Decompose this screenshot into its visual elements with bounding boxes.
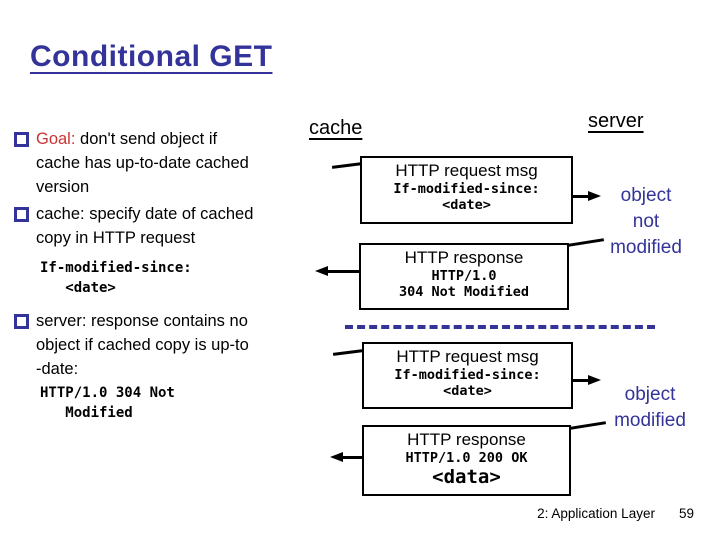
bullet-square-icon <box>14 132 29 147</box>
response1-arrow-line <box>327 270 359 273</box>
cache-endpoint-label: cache <box>309 117 363 139</box>
code-304-not-modified: HTTP/1.0 304 Not Modified <box>40 385 175 421</box>
request1-arrowhead-right-icon <box>588 191 601 201</box>
page-title: Conditional GET <box>30 40 273 73</box>
code-if-modified-since: If-modified-since: <date> <box>40 260 192 296</box>
bullet-server-text: server: response contains no object if c… <box>36 312 249 378</box>
request2-message-box: HTTP request msg If-modified-since: <dat… <box>362 342 573 409</box>
response2-code: HTTP/1.0 200 OK <box>405 450 528 466</box>
footer-page-number: 59 <box>678 506 694 521</box>
note-object-not-modified: object not modified <box>610 185 682 258</box>
request2-code: If-modified-since: <date> <box>394 367 541 399</box>
request1-arrow-line <box>572 195 592 198</box>
note-object-modified: object modified <box>614 384 686 431</box>
request1-message-box: HTTP request msg If-modified-since: <dat… <box>360 156 573 224</box>
response1-arrowhead-left-icon <box>315 266 328 276</box>
request1-code: If-modified-since: <date> <box>393 181 540 213</box>
response1-title: HTTP response <box>404 248 524 267</box>
request1-connector-line <box>331 162 363 169</box>
server-endpoint-label: server <box>588 110 644 132</box>
bullet-goal-lead: Goal: <box>36 130 76 148</box>
request2-arrow-line <box>572 379 592 382</box>
timeline-dashed-divider <box>345 325 655 329</box>
bullet-cache-text: cache: specify date of cached copy in HT… <box>36 205 254 247</box>
response2-message-box: HTTP response HTTP/1.0 200 OK <data> <box>362 425 571 496</box>
footer-section-label: 2: Application Layer <box>537 506 655 521</box>
response1-code: HTTP/1.0 304 Not Modified <box>398 268 530 300</box>
bullet-goal: Goal: don't send object if cache has up-… <box>12 127 336 199</box>
response2-arrowhead-left-icon <box>330 452 343 462</box>
slide-footer: 2: Application Layer 59 <box>537 506 694 521</box>
response2-data: <data> <box>432 466 501 488</box>
request1-title: HTTP request msg <box>395 161 538 180</box>
response2-title: HTTP response <box>407 430 526 449</box>
bullet-cache: cache: specify date of cached copy in HT… <box>12 202 336 250</box>
request2-connector-line <box>332 349 364 356</box>
request2-arrowhead-right-icon <box>588 375 601 385</box>
response1-message-box: HTTP response HTTP/1.0 304 Not Modified <box>359 243 569 310</box>
bullet-square-icon <box>14 207 29 222</box>
bullet-square-icon <box>14 314 29 329</box>
bullet-server: server: response contains no object if c… <box>12 309 336 381</box>
bullet-goal-text: don't send object if cache has up-to-dat… <box>36 130 249 196</box>
response2-arrow-line <box>342 456 362 459</box>
request2-title: HTTP request msg <box>396 347 539 366</box>
